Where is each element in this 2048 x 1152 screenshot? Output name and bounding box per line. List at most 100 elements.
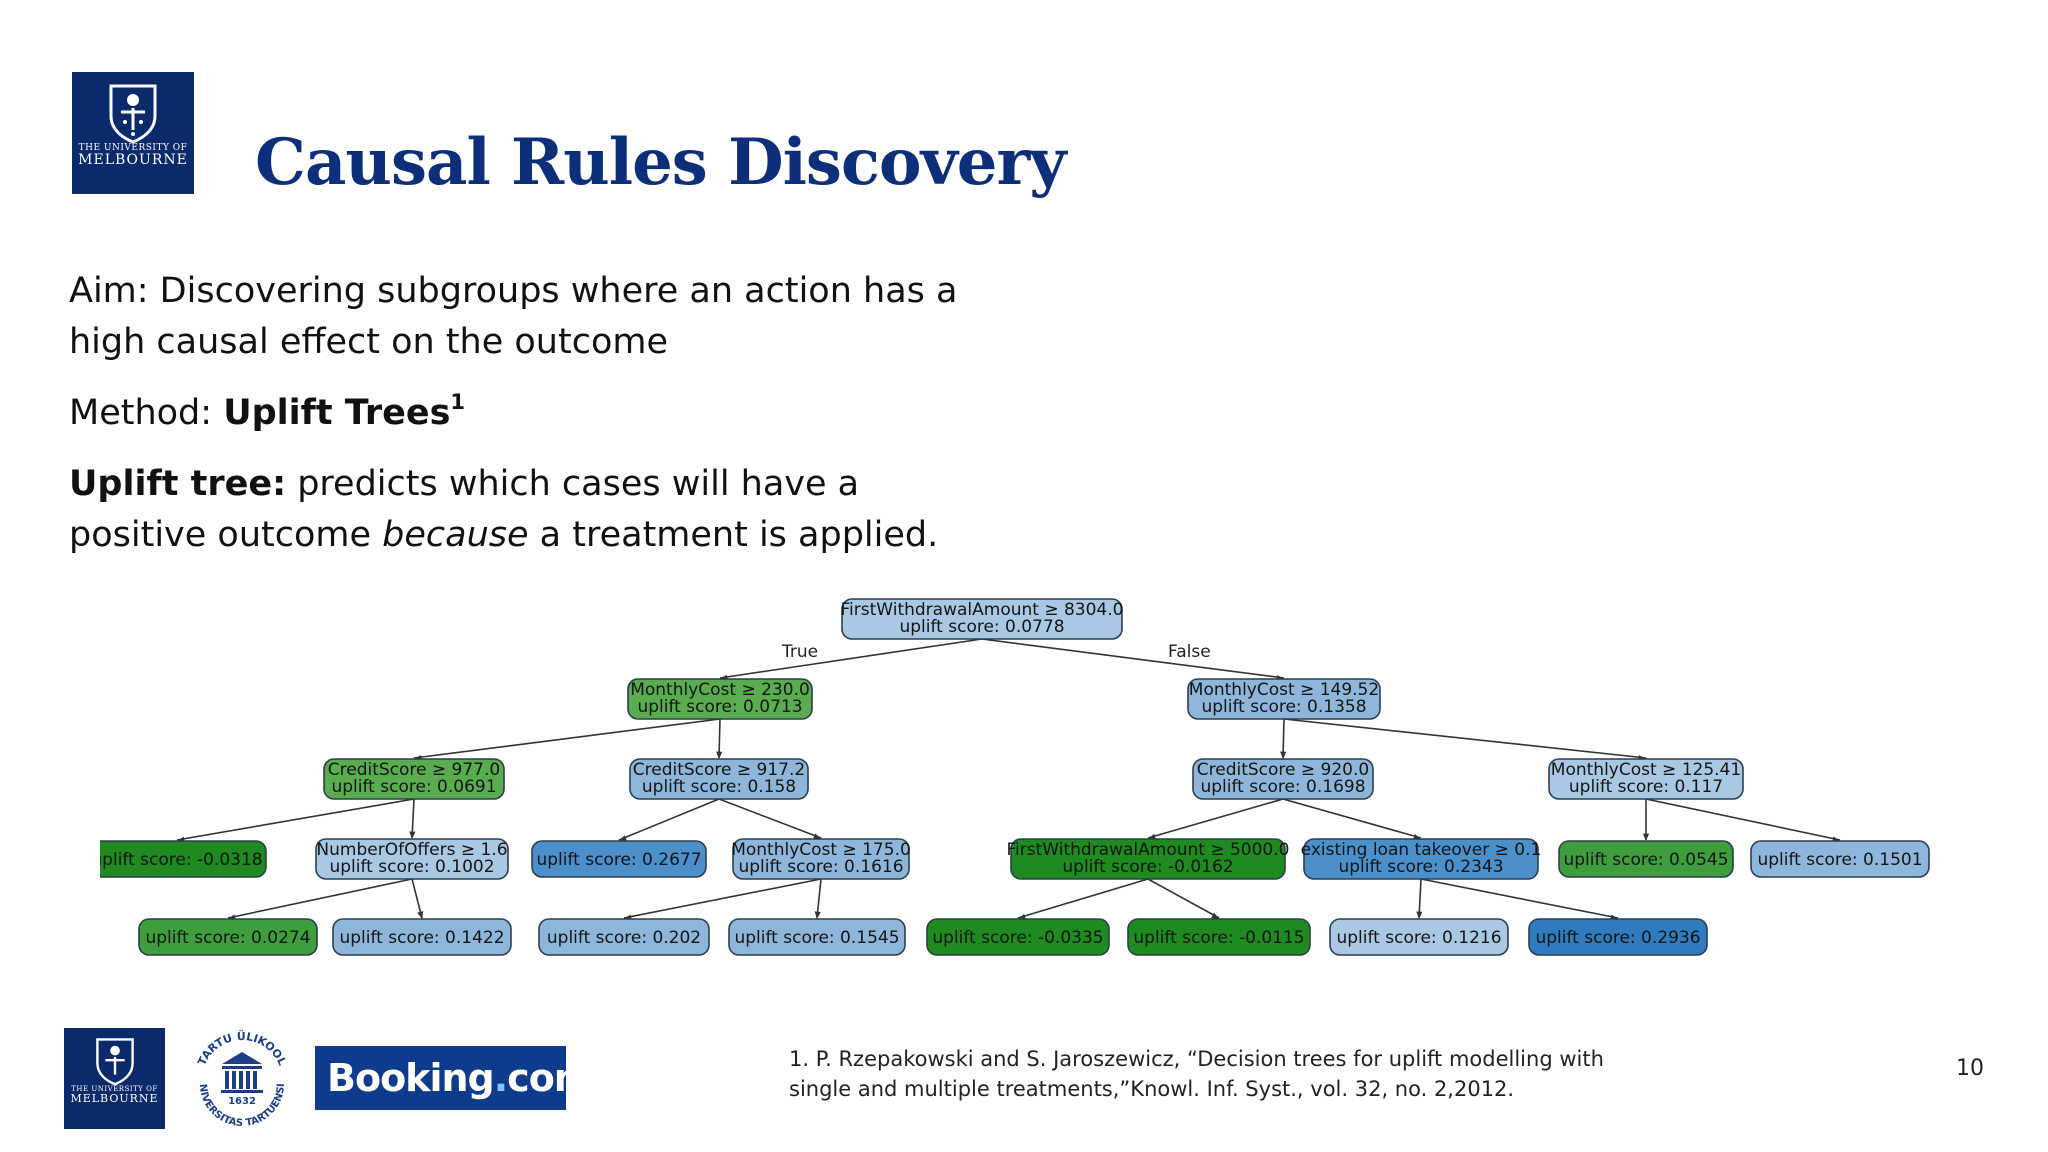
node-rule: CreditScore ≥ 917.2 bbox=[633, 760, 805, 780]
uplift-emphasis: because bbox=[382, 515, 529, 555]
node-box bbox=[1187, 678, 1381, 720]
body-text: Aim: Discovering subgroups where an acti… bbox=[69, 266, 969, 561]
node-box bbox=[728, 918, 906, 956]
tree-edge bbox=[1420, 878, 1619, 919]
tree-leaf-node: uplift score: 0.2677 bbox=[531, 840, 707, 878]
node-score: uplift score: 0.202 bbox=[547, 928, 701, 948]
edge-arrowhead bbox=[1642, 833, 1650, 841]
tree-edge bbox=[176, 798, 415, 841]
tree-edge bbox=[413, 718, 721, 759]
node-score: uplift score: 0.1501 bbox=[1757, 850, 1922, 870]
edge-arrowhead bbox=[1416, 911, 1423, 919]
tree-leaf-node: uplift score: -0.0318 bbox=[100, 840, 267, 878]
node-box bbox=[926, 918, 1110, 956]
node-box bbox=[531, 840, 707, 878]
tree-edge bbox=[1017, 878, 1149, 919]
node-box bbox=[1528, 918, 1708, 956]
edge-label-false: False bbox=[1168, 642, 1211, 662]
method-prefix: Method: bbox=[69, 393, 224, 433]
node-score: uplift score: 0.1216 bbox=[1336, 928, 1501, 948]
footnote-marker: 1 bbox=[450, 390, 466, 415]
tree-edge bbox=[1147, 878, 1220, 919]
tree-edge bbox=[718, 718, 721, 759]
node-box bbox=[1329, 918, 1509, 956]
node-box bbox=[1010, 838, 1286, 880]
node-score: uplift score: 0.1422 bbox=[339, 928, 504, 948]
logo-line-1: THE UNIVERSITY OF bbox=[78, 143, 188, 153]
method-value: Uplift Trees bbox=[223, 393, 451, 433]
tree-edge bbox=[1147, 798, 1284, 839]
node-score: uplift score: 0.158 bbox=[642, 777, 796, 797]
svg-text:UNIVERSITAS TARTUENSIS: UNIVERSITAS TARTUENSIS bbox=[186, 1022, 287, 1129]
edge-arrowhead bbox=[619, 835, 627, 842]
node-rule: FirstWithdrawalAmount ≥ 8304.0 bbox=[841, 600, 1124, 620]
tree-leaf-node: uplift score: 0.202 bbox=[538, 918, 710, 956]
node-score: uplift score: 0.1698 bbox=[1200, 777, 1365, 797]
edge-arrowhead bbox=[409, 831, 416, 839]
page-number: 10 bbox=[1956, 1056, 1984, 1081]
node-rule: MonthlyCost ≥ 230.0 bbox=[630, 680, 810, 700]
crest-icon bbox=[109, 84, 157, 144]
tree-edge bbox=[618, 798, 720, 841]
node-rule: MonthlyCost ≥ 175.0 bbox=[731, 840, 911, 860]
node-score: uplift score: 0.0274 bbox=[145, 928, 310, 948]
tree-leaf-node: uplift score: -0.0115 bbox=[1127, 918, 1311, 956]
node-score: uplift score: 0.0778 bbox=[899, 617, 1064, 637]
node-rule: MonthlyCost ≥ 125.41 bbox=[1551, 760, 1741, 780]
node-rule: NumberOfOffers ≥ 1.6 bbox=[316, 840, 507, 860]
node-score: uplift score: 0.117 bbox=[1569, 777, 1723, 797]
node-box bbox=[100, 840, 267, 878]
university-logo: THE UNIVERSITY OF MELBOURNE bbox=[72, 72, 194, 194]
logo-line-2: MELBOURNE bbox=[78, 152, 188, 168]
node-box bbox=[538, 918, 710, 956]
node-rule: FirstWithdrawalAmount ≥ 5000.0 bbox=[1007, 840, 1290, 860]
tree-edge bbox=[718, 798, 822, 839]
tree-leaf-node: uplift score: 0.1501 bbox=[1750, 840, 1930, 878]
tree-edge bbox=[1282, 798, 1422, 839]
node-score: uplift score: 0.2677 bbox=[536, 850, 701, 870]
node-score: uplift score: 0.1358 bbox=[1201, 697, 1366, 717]
edge-arrowhead bbox=[813, 833, 821, 840]
tree-leaf-node: uplift score: 0.0274 bbox=[138, 918, 318, 956]
tree-leaf-node: uplift score: -0.0335 bbox=[926, 918, 1110, 956]
node-box bbox=[629, 758, 809, 800]
tree-edge bbox=[411, 878, 423, 919]
crest-icon bbox=[95, 1038, 134, 1086]
node-box bbox=[323, 758, 505, 800]
node-box bbox=[1192, 758, 1374, 800]
tree-leaf-node: uplift score: 0.0545 bbox=[1558, 840, 1734, 878]
node-box bbox=[1558, 840, 1734, 878]
node-score: uplift score: 0.0545 bbox=[1563, 850, 1728, 870]
node-box bbox=[1548, 758, 1744, 800]
node-box bbox=[1127, 918, 1311, 956]
edge-arrowhead bbox=[1280, 751, 1287, 759]
uplift-paragraph: Uplift tree: predicts which cases will h… bbox=[69, 459, 969, 561]
tree-edge bbox=[411, 798, 415, 839]
edge-label-true: True bbox=[781, 642, 818, 662]
edge-arrowhead bbox=[417, 911, 424, 919]
node-score: uplift score: 0.0691 bbox=[331, 777, 496, 797]
building-icon bbox=[221, 1052, 263, 1093]
footer-logo-line-2: MELBOURNE bbox=[70, 1092, 159, 1105]
slide-title: Causal Rules Discovery bbox=[255, 125, 1066, 200]
method-paragraph: Method: Uplift Trees1 bbox=[69, 388, 969, 439]
edge-arrowhead bbox=[814, 911, 821, 919]
footer-university-logo: THE UNIVERSITY OF MELBOURNE bbox=[64, 1028, 165, 1129]
footnote: 1. P. Rzepakowski and S. Jaroszewicz, “D… bbox=[789, 1044, 1689, 1104]
tree-edge bbox=[227, 878, 413, 919]
node-score: uplift score: 0.2343 bbox=[1338, 857, 1503, 877]
node-score: uplift score: -0.0318 bbox=[100, 850, 263, 870]
node-box bbox=[732, 838, 910, 880]
tree-edge bbox=[1418, 878, 1422, 919]
booking-name: Booking bbox=[327, 1056, 495, 1100]
node-box bbox=[315, 838, 509, 880]
tree-edge bbox=[1282, 718, 1285, 759]
node-score: uplift score: -0.0115 bbox=[1133, 928, 1304, 948]
